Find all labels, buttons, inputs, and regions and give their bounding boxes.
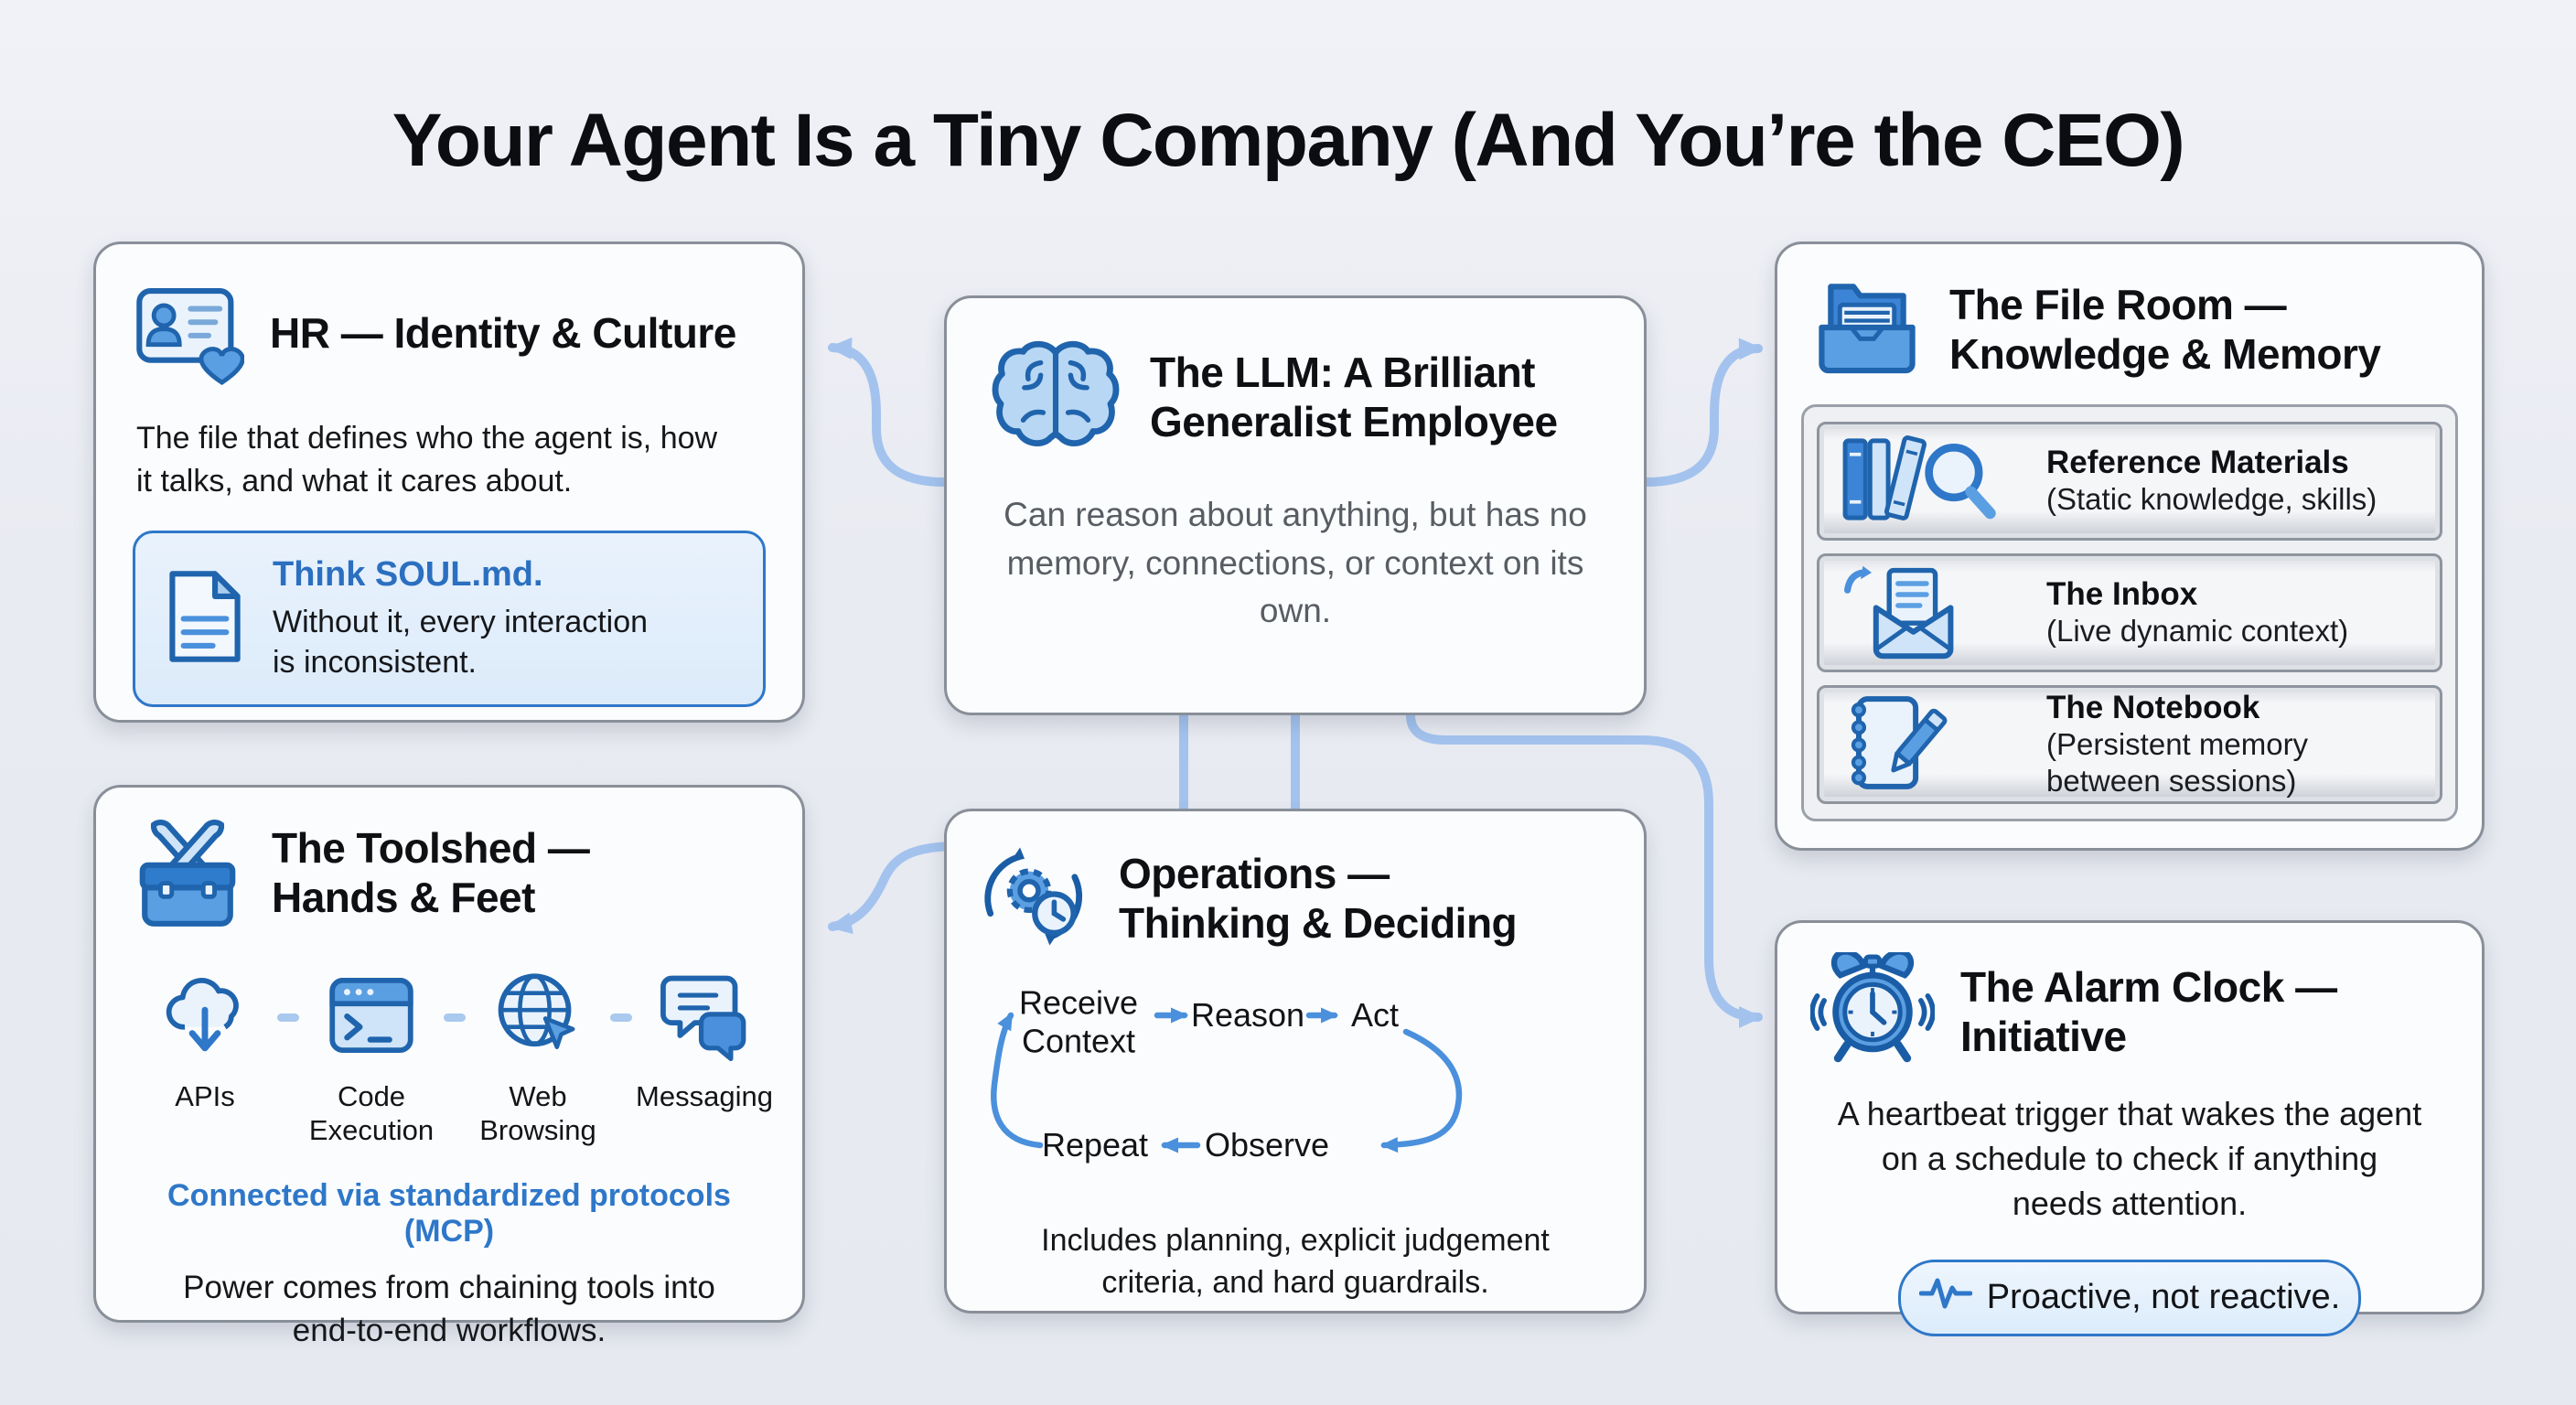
cloud-download-icon bbox=[157, 968, 252, 1067]
shelf-sub: (Static knowledge, skills) bbox=[2046, 481, 2377, 516]
tool-label: Messaging bbox=[636, 1080, 773, 1112]
loop-step-reason: Reason bbox=[1190, 995, 1305, 1034]
loop-arrows bbox=[991, 1007, 1463, 1153]
shelf-label: The Notebook bbox=[2046, 689, 2260, 725]
loop-step-repeat: Repeat bbox=[1041, 1125, 1149, 1164]
tool-connector bbox=[444, 1014, 466, 1022]
arrow-llm-to-alarm bbox=[1406, 711, 1763, 1028]
envelope-arrow-icon bbox=[1836, 562, 2028, 665]
shelf-inbox: The Inbox (Live dynamic context) bbox=[1817, 553, 2442, 672]
arc-repeat-to-receive bbox=[991, 1012, 1044, 1149]
gear-cycle-clock-icon bbox=[974, 841, 1093, 957]
loop-step-receive-context: Receive Context bbox=[1018, 983, 1139, 1060]
toolbox-icon bbox=[129, 815, 246, 931]
globe-cursor-icon bbox=[490, 968, 585, 1067]
tool-label: Code Execution bbox=[308, 1080, 435, 1146]
arrow-llm-to-hr bbox=[828, 337, 949, 487]
tool-messaging: Messaging bbox=[632, 968, 777, 1114]
id-card-heart-icon bbox=[133, 275, 245, 391]
proactive-badge-label: Proactive, not reactive. bbox=[1986, 1278, 2341, 1317]
tool-code-execution: Code Execution bbox=[299, 968, 444, 1147]
mcp-note: Connected via standardized protocols (MC… bbox=[167, 1178, 731, 1249]
notebook-pencil-icon bbox=[1836, 692, 2028, 798]
arc-act-to-observe bbox=[1380, 1028, 1463, 1153]
alarm-card: The Alarm Clock — Initiative A heartbeat… bbox=[1775, 920, 2485, 1336]
file-drawer-icon bbox=[1810, 275, 1924, 384]
shelf-sub: (Live dynamic context) bbox=[2046, 613, 2349, 648]
hr-title: HR — Identity & Culture bbox=[270, 308, 736, 357]
alarm-title: The Alarm Clock — Initiative bbox=[1960, 963, 2337, 1060]
chat-bubbles-icon bbox=[657, 968, 752, 1067]
tool-apis: APIs bbox=[133, 968, 277, 1114]
loop-step-observe: Observe bbox=[1204, 1125, 1330, 1164]
toolshed-body: Power comes from chaining tools into end… bbox=[183, 1270, 715, 1349]
loop-step-act: Act bbox=[1350, 995, 1400, 1034]
operations-body: Includes planning, explicit judgement cr… bbox=[1041, 1223, 1550, 1300]
llm-card: The LLM: A Brilliant Generalist Employee… bbox=[944, 295, 1647, 715]
alarm-clock-icon bbox=[1809, 949, 1936, 1072]
page-title: Your Agent Is a Tiny Company (And You’re… bbox=[392, 98, 2185, 182]
tool-web-browsing: Web Browsing bbox=[466, 968, 610, 1147]
operations-title: Operations — Thinking & Deciding bbox=[1119, 850, 1518, 947]
tool-label: Web Browsing bbox=[479, 1080, 596, 1146]
llm-title: The LLM: A Brilliant Generalist Employee bbox=[1150, 349, 1558, 445]
shelf-sub: (Persistent memory between sessions) bbox=[2046, 726, 2309, 798]
tool-label: APIs bbox=[175, 1080, 235, 1112]
file-room-card: The File Room — Knowledge & Memory bbox=[1775, 241, 2485, 851]
file-room-title: The File Room — Knowledge & Memory bbox=[1949, 281, 2381, 378]
hr-card: HR — Identity & Culture The file that de… bbox=[93, 241, 805, 723]
llm-body: Can reason about anything, but has no me… bbox=[1004, 496, 1587, 630]
hr-callout-title: Think SOUL.md. bbox=[273, 554, 543, 594]
hr-soul-callout: Think SOUL.md. Without it, every interac… bbox=[133, 530, 766, 708]
operations-card: Operations — Thinking & Deciding Receive… bbox=[944, 809, 1647, 1314]
books-magnifier-icon bbox=[1836, 432, 2028, 531]
arrow-llm-to-fileroom bbox=[1642, 338, 1763, 487]
shelf-label: The Inbox bbox=[2046, 575, 2198, 612]
hr-callout-body: Without it, every interaction is inconsi… bbox=[273, 604, 649, 680]
document-icon bbox=[163, 567, 247, 670]
shelf-reference-materials: Reference Materials (Static knowledge, s… bbox=[1817, 422, 2442, 541]
toolshed-title: The Toolshed — Hands & Feet bbox=[272, 824, 590, 921]
brain-icon bbox=[987, 335, 1124, 460]
pulse-icon bbox=[1918, 1275, 1973, 1321]
hr-body: The file that defines who the agent is, … bbox=[136, 421, 718, 499]
tools-row: APIs Code Execution bbox=[129, 968, 773, 1147]
shelf-label: Reference Materials bbox=[2046, 444, 2349, 480]
tool-connector bbox=[610, 1014, 632, 1022]
terminal-icon bbox=[324, 968, 419, 1067]
shelf-unit: Reference Materials (Static knowledge, s… bbox=[1801, 404, 2458, 821]
shelf-notebook: The Notebook (Persistent memory between … bbox=[1817, 685, 2442, 804]
toolshed-card: The Toolshed — Hands & Feet APIs bbox=[93, 785, 805, 1348]
tool-connector bbox=[277, 1014, 299, 1022]
proactive-badge: Proactive, not reactive. bbox=[1898, 1259, 2361, 1336]
alarm-body: A heartbeat trigger that wakes the agent… bbox=[1837, 1095, 2422, 1222]
operations-loop: Receive Context Reason Act Observe Repea… bbox=[987, 979, 1604, 1202]
